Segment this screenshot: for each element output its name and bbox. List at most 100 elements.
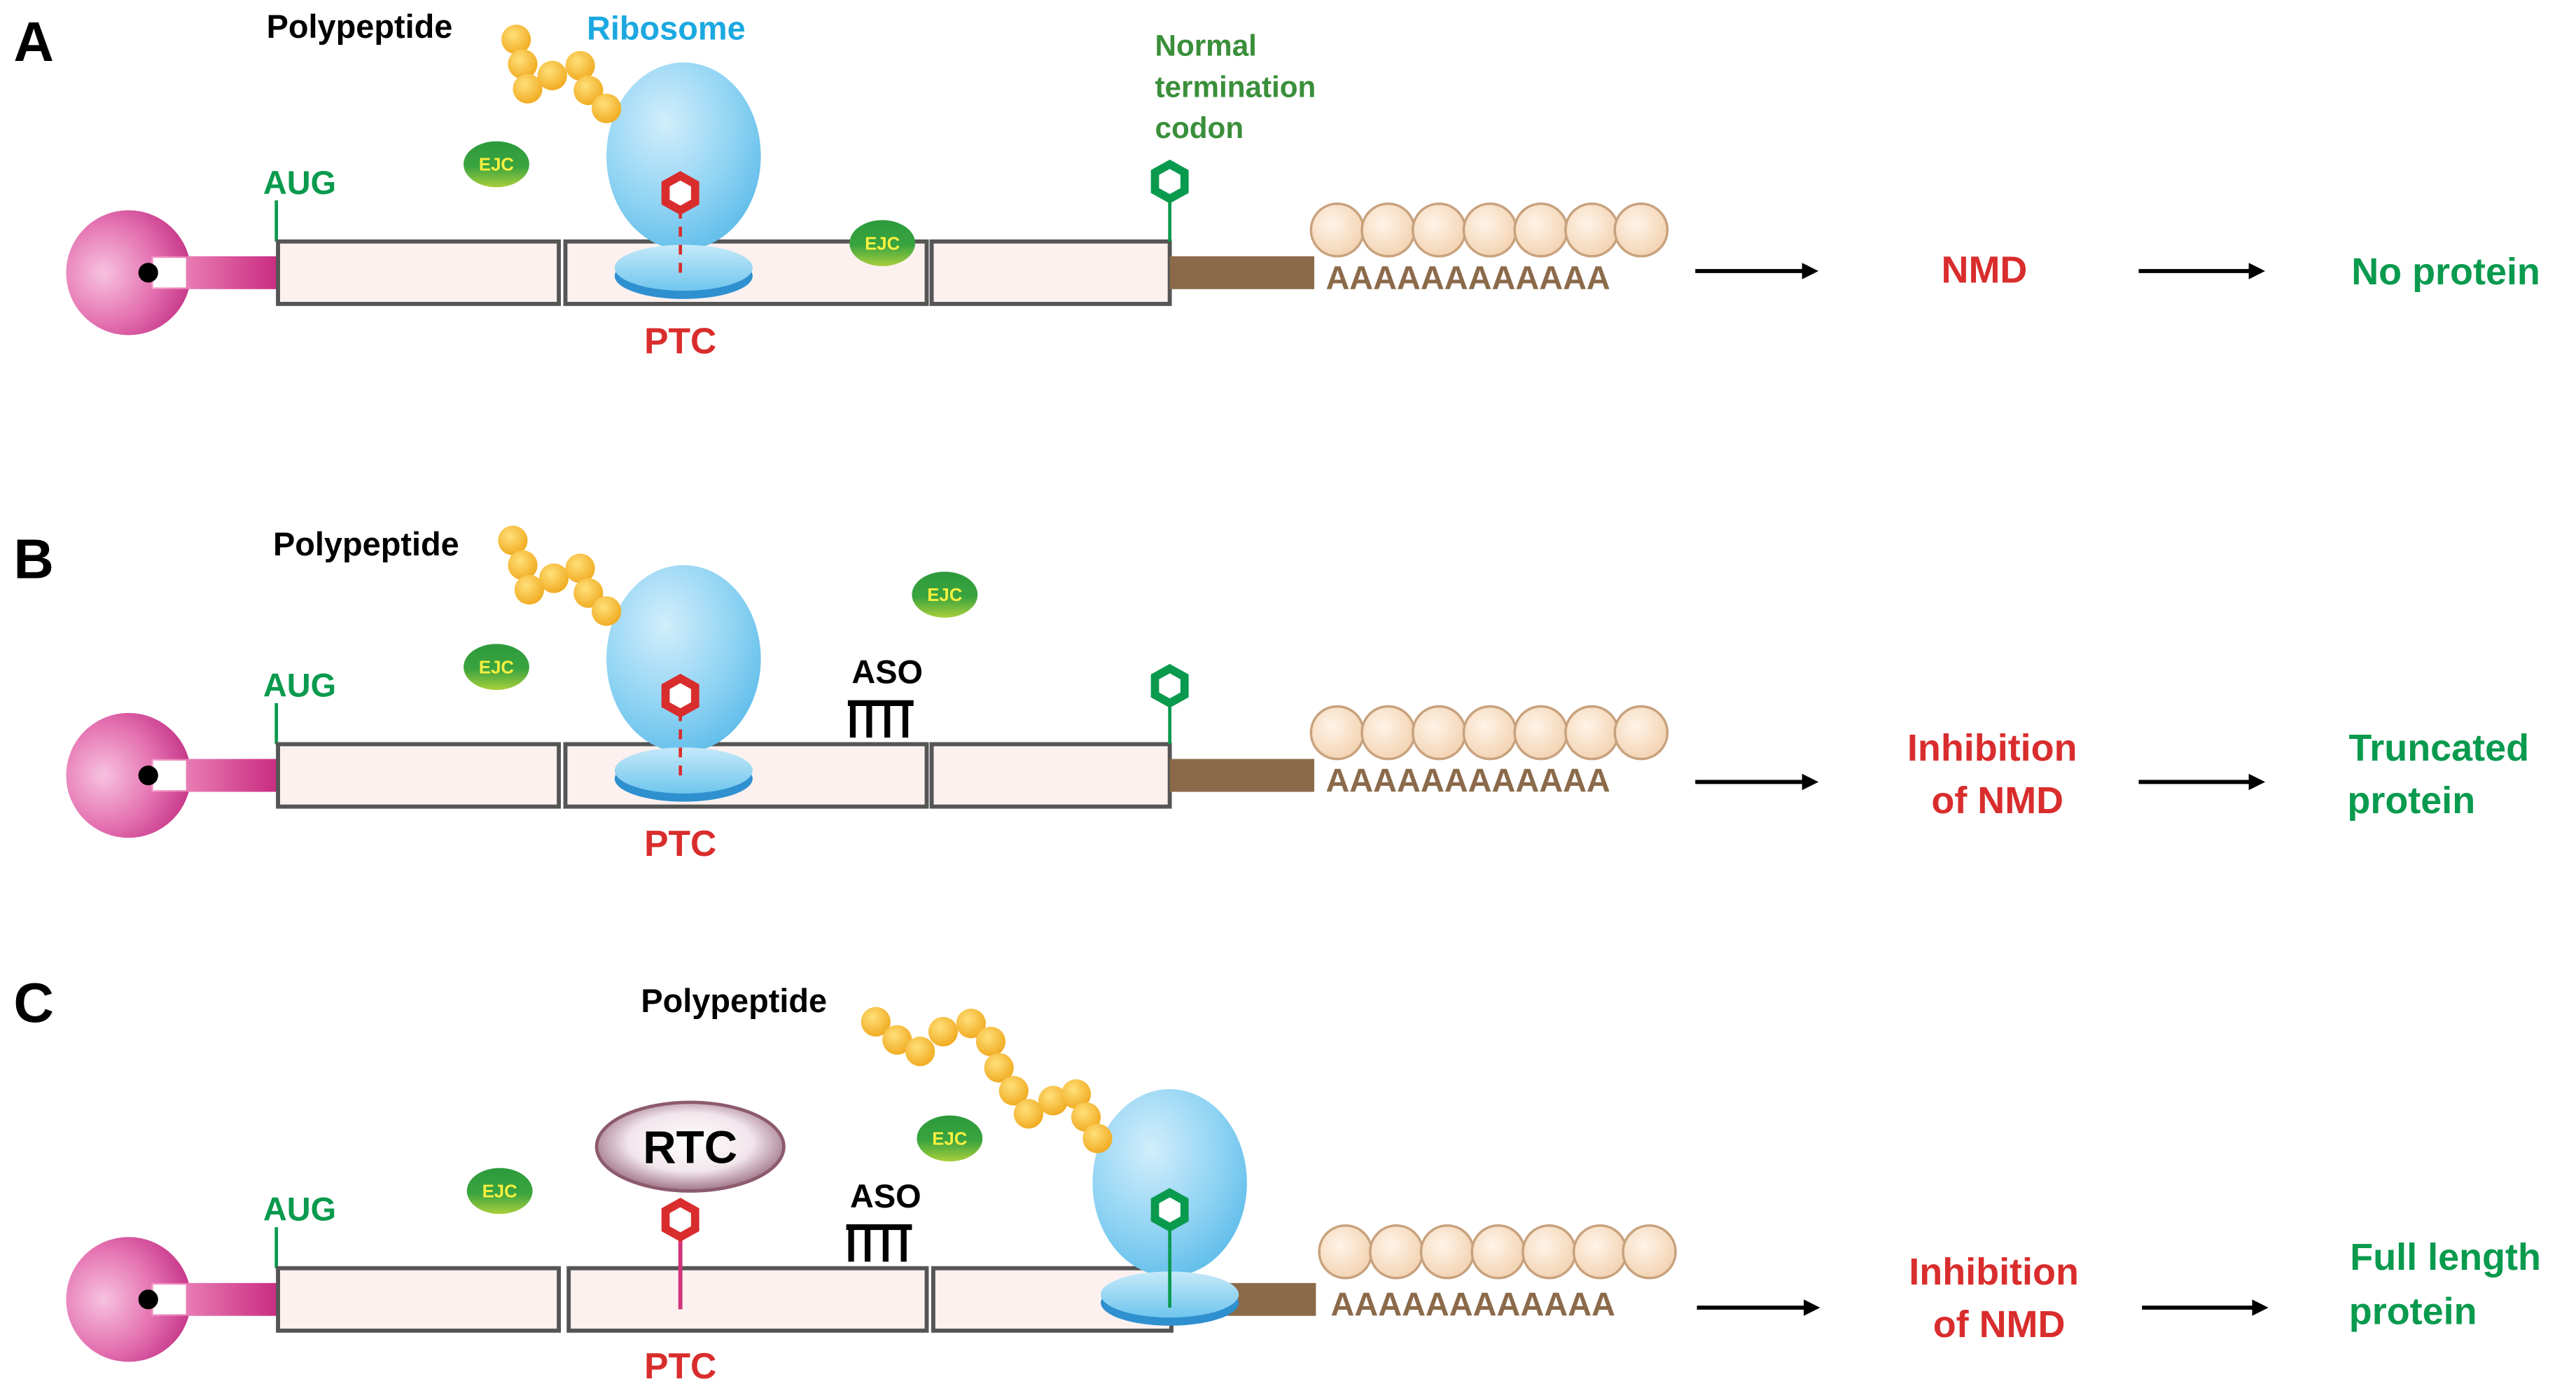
outcome-label: Inhibition of NMD: [1909, 1251, 2089, 1345]
panel-c: C AUG AAAAAAAAAAAA EJC EJC: [13, 971, 2541, 1386]
amino-acid: [1082, 1123, 1113, 1154]
ejc-icon: EJC: [466, 1168, 533, 1214]
amino-acid: [1038, 1086, 1068, 1116]
poly-a-beads: [1309, 202, 1669, 258]
bead: [1309, 705, 1365, 761]
bead: [1309, 202, 1365, 258]
outcome-label: NMD: [1942, 249, 2028, 291]
bead: [1564, 705, 1620, 761]
polypeptide-label: Polypeptide: [273, 526, 459, 562]
amino-acid: [956, 1009, 986, 1039]
bead: [1470, 1224, 1526, 1280]
bead: [1360, 202, 1416, 258]
amino-acid: [565, 553, 595, 583]
bead: [1411, 705, 1467, 761]
rtc-complex: [594, 1100, 786, 1193]
outcome-label: Inhibition of NMD: [1907, 727, 2088, 822]
amino-acid: [861, 1006, 891, 1037]
svg-text:EJC: EJC: [927, 586, 962, 605]
ptc-icon: [661, 171, 699, 215]
ptc-icon: [661, 1198, 699, 1242]
result-label: Truncated protein: [2347, 727, 2540, 822]
amino-acid: [1013, 1099, 1044, 1129]
amino-acid: [573, 578, 604, 608]
amino-acid: [514, 574, 544, 605]
aso-icon: [846, 1224, 912, 1262]
amino-acid: [1061, 1079, 1092, 1109]
ptc-label: PTC: [644, 823, 716, 864]
amino-acid: [592, 93, 622, 123]
amino-acid: [882, 1025, 912, 1055]
start-codon-label: AUG: [263, 667, 336, 703]
bead: [1318, 1224, 1373, 1280]
bead: [1513, 202, 1568, 258]
amino-acid: [538, 563, 569, 593]
aso-label: ASO: [851, 654, 923, 691]
svg-text:EJC: EJC: [479, 155, 514, 175]
result-label: No protein: [2351, 251, 2540, 293]
exon-1: [276, 742, 562, 809]
ejc-icon: EJC: [912, 572, 978, 618]
utr-3: [1169, 759, 1315, 792]
polypeptide-chain: [498, 525, 622, 626]
bead: [1462, 202, 1518, 258]
rtc-label: RTC: [643, 1122, 737, 1173]
polypeptide-chain: [501, 25, 622, 123]
exon-3: [929, 742, 1172, 809]
amino-acid: [984, 1053, 1014, 1083]
cap-socket: [153, 760, 186, 791]
cap-dot: [138, 765, 158, 786]
panel-b: B AUG AAAAAAAAAAAA EJC EJC: [13, 525, 2540, 864]
bead: [1513, 705, 1568, 761]
panel-a: A AUG AAAAAAAAAAAA Normal termi: [13, 8, 2540, 361]
ribosome-small-subunit: [614, 244, 753, 291]
ribosome-small-subunit: [614, 747, 753, 794]
polypeptide-chain: [861, 1006, 1113, 1154]
bead: [1613, 705, 1669, 761]
polypeptide-label: Polypeptide: [641, 983, 827, 1019]
poly-a-beads: [1318, 1224, 1677, 1280]
svg-text:EJC: EJC: [482, 1182, 517, 1202]
amino-acid: [508, 550, 538, 580]
poly-a-tail: AAAAAAAAAAAA: [1330, 1287, 1615, 1323]
cap-icon: [66, 712, 191, 838]
bead: [1462, 705, 1518, 761]
ribosome-large-subunit: [606, 565, 761, 753]
bead: [1369, 1224, 1424, 1280]
cap-dot: [138, 263, 158, 283]
exon-1: [276, 1266, 562, 1333]
aso-label: ASO: [850, 1178, 921, 1214]
polypeptide-label: Polypeptide: [267, 8, 453, 45]
exon-3: [929, 239, 1172, 306]
exon-2: [566, 1266, 929, 1333]
aso-icon: [847, 700, 914, 738]
ptc-label: PTC: [644, 1345, 716, 1386]
stop-codon-icon: [1150, 1188, 1189, 1232]
amino-acid: [975, 1026, 1006, 1057]
ribosome-label: Ribosome: [587, 10, 746, 46]
amino-acid: [573, 75, 604, 106]
ptc-icon: [661, 673, 699, 718]
bead: [1360, 705, 1416, 761]
bead: [1572, 1224, 1628, 1280]
amino-acid: [537, 60, 567, 91]
cap-dot: [138, 1289, 158, 1310]
cap-socket: [153, 258, 186, 288]
ribosome-large-subunit: [606, 62, 761, 250]
exon-1: [276, 239, 562, 306]
poly-a-tail: AAAAAAAAAAAA: [1325, 763, 1610, 799]
amino-acid: [565, 50, 595, 81]
amino-acid: [905, 1036, 935, 1067]
amino-acid: [501, 25, 531, 55]
amino-acid: [508, 49, 538, 79]
termination-label: Normal termination codon: [1155, 29, 1325, 144]
amino-acid: [928, 1016, 959, 1047]
ejc-icon: EJC: [464, 644, 529, 691]
svg-text:EJC: EJC: [479, 658, 514, 677]
bead: [1613, 202, 1669, 258]
bead: [1522, 1224, 1577, 1280]
panel-letter: C: [13, 971, 54, 1034]
cap-socket: [153, 1285, 186, 1315]
bead: [1622, 1224, 1677, 1280]
ejc-icon: EJC: [464, 141, 529, 188]
